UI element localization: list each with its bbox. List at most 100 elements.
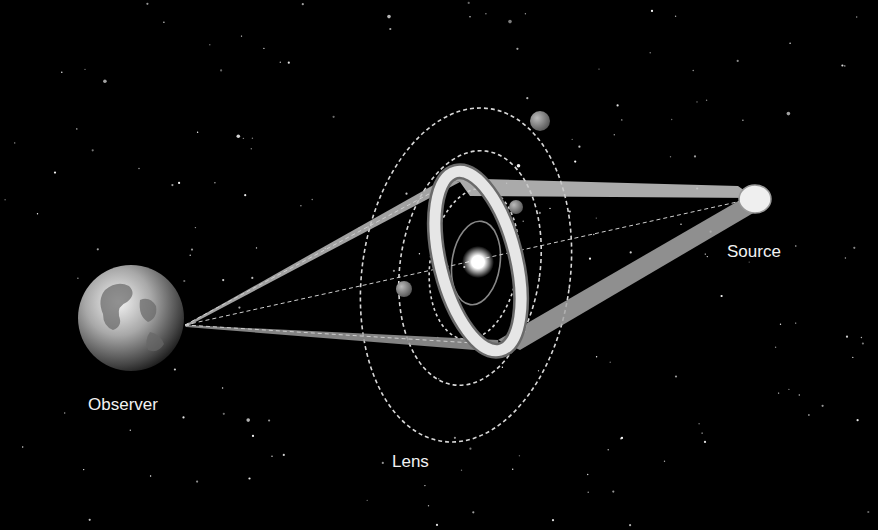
star	[517, 164, 521, 168]
star	[195, 227, 196, 228]
star	[252, 138, 253, 139]
star	[539, 212, 541, 214]
star	[612, 491, 614, 493]
star	[852, 357, 853, 358]
star	[696, 101, 697, 102]
star	[196, 481, 198, 483]
star	[468, 2, 470, 4]
star	[83, 469, 84, 470]
star	[382, 462, 384, 464]
star	[867, 511, 869, 513]
star	[795, 245, 796, 246]
star	[424, 485, 425, 486]
star	[393, 270, 395, 272]
star	[222, 279, 224, 281]
star	[280, 62, 281, 63]
star	[621, 119, 622, 120]
star	[37, 213, 38, 214]
star	[64, 412, 65, 413]
star	[845, 257, 846, 258]
star	[485, 13, 486, 14]
star	[469, 16, 470, 17]
star	[263, 48, 264, 49]
star	[454, 437, 456, 439]
star	[598, 68, 599, 69]
star	[538, 370, 539, 371]
star	[650, 52, 651, 53]
star	[721, 295, 723, 297]
star	[436, 524, 438, 526]
star	[861, 337, 862, 338]
star	[808, 414, 809, 415]
star	[312, 199, 313, 200]
star	[552, 519, 554, 521]
lens-star	[462, 246, 494, 278]
star	[596, 217, 597, 218]
star	[4, 199, 5, 200]
star	[675, 16, 676, 17]
star	[461, 470, 462, 471]
star	[844, 65, 845, 66]
star	[675, 375, 677, 377]
star	[508, 20, 512, 24]
star	[256, 247, 257, 248]
star	[220, 69, 222, 71]
star	[428, 505, 429, 506]
star	[671, 119, 672, 120]
star	[92, 149, 94, 151]
star	[163, 22, 164, 23]
star	[22, 446, 23, 447]
star	[367, 500, 368, 501]
star	[197, 132, 198, 133]
star	[572, 139, 573, 140]
star	[237, 135, 241, 139]
star	[841, 64, 843, 66]
star	[191, 249, 193, 251]
star	[183, 280, 185, 282]
star	[14, 142, 15, 143]
star	[146, 3, 148, 5]
star	[138, 168, 139, 169]
star	[617, 104, 619, 106]
star	[523, 221, 524, 222]
star	[789, 43, 790, 44]
star	[862, 342, 864, 344]
star	[742, 120, 743, 121]
star	[614, 134, 615, 135]
star	[472, 511, 474, 513]
star	[620, 438, 622, 440]
star	[525, 13, 526, 14]
einstein-ring	[419, 163, 537, 360]
star	[698, 423, 699, 424]
lens-label: Lens	[392, 452, 429, 472]
star	[857, 419, 859, 421]
star	[608, 449, 609, 450]
star	[549, 208, 550, 209]
star	[54, 172, 56, 174]
star-field	[4, 2, 869, 527]
star	[701, 432, 702, 433]
star	[223, 413, 225, 415]
einstein-ring-shadow	[419, 163, 537, 360]
star	[587, 474, 588, 475]
star	[61, 72, 62, 73]
star	[526, 97, 528, 99]
star	[84, 69, 85, 70]
star	[704, 441, 706, 443]
star	[502, 367, 503, 368]
star	[610, 362, 611, 363]
star	[283, 454, 285, 456]
star	[300, 205, 301, 206]
source-label: Source	[727, 242, 781, 262]
star	[246, 418, 250, 422]
star	[651, 10, 653, 12]
star	[89, 519, 91, 521]
star	[214, 182, 215, 183]
star	[621, 437, 623, 439]
star	[209, 44, 210, 45]
star	[588, 492, 589, 493]
star	[694, 155, 696, 157]
star	[103, 80, 107, 84]
star	[780, 324, 781, 325]
